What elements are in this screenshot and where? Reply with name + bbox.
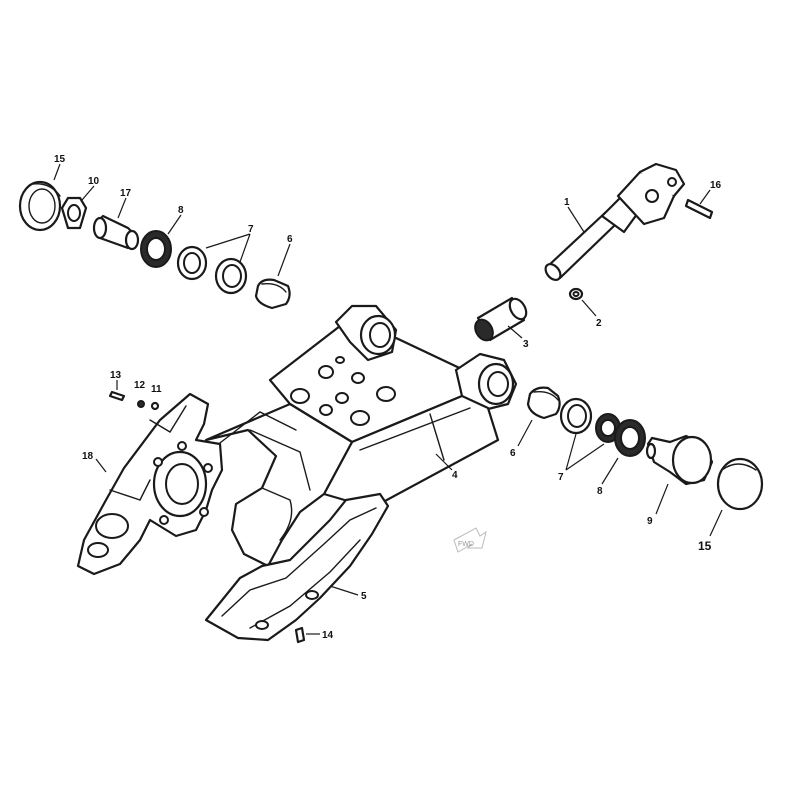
callout-7-top: 7 xyxy=(248,224,254,235)
callout-labels: 15 10 17 8 7 6 1 16 2 3 13 12 11 18 4 6 … xyxy=(54,154,722,641)
part-2-washer xyxy=(568,287,584,301)
callout-11: 11 xyxy=(151,384,162,395)
callout-18: 18 xyxy=(82,451,94,462)
fwd-label: FWD xyxy=(458,541,474,548)
part-13-bolt xyxy=(108,390,126,402)
callout-4: 4 xyxy=(452,470,458,481)
part-7-bearing-bottom-b xyxy=(595,413,621,443)
leader-lines xyxy=(53,163,723,635)
callout-15-bottom: 15 xyxy=(698,539,712,553)
part-8-seal-bottom xyxy=(614,419,646,457)
callout-5: 5 xyxy=(361,591,367,602)
callout-6-bottom: 6 xyxy=(510,448,516,459)
callout-2: 2 xyxy=(596,318,602,329)
callout-10: 10 xyxy=(88,176,100,187)
part-12-washer xyxy=(137,400,145,408)
callout-9: 9 xyxy=(647,516,653,527)
callout-13: 13 xyxy=(110,370,122,381)
part-15-cap-top xyxy=(18,180,62,232)
part-16-pin xyxy=(684,198,714,220)
part-5-lower-plate xyxy=(204,492,390,642)
callout-12: 12 xyxy=(134,380,146,391)
part-7-bearing-top-a xyxy=(176,245,208,281)
part-14-bolt xyxy=(294,626,306,644)
callout-16: 16 xyxy=(710,180,722,191)
part-6-cup-bottom xyxy=(526,386,561,420)
part-7-bearing-bottom-a xyxy=(559,397,593,435)
callout-14: 14 xyxy=(322,630,334,641)
part-6-cup-top xyxy=(254,278,291,310)
callout-6-top: 6 xyxy=(287,234,293,245)
fwd-arrow-icon: FWD xyxy=(453,527,487,553)
callout-1: 1 xyxy=(564,197,570,208)
part-7-bearing-top-b xyxy=(214,257,248,295)
callout-15-top: 15 xyxy=(54,154,66,165)
part-8-seal-top xyxy=(140,230,172,268)
part-11-nut xyxy=(150,401,160,411)
callout-17: 17 xyxy=(120,188,132,199)
part-3-sleeve xyxy=(474,296,528,342)
part-4-swing-arm xyxy=(204,304,518,568)
part-18-bracket xyxy=(76,392,224,576)
callout-8-bottom: 8 xyxy=(597,486,603,497)
part-15-cap-bottom xyxy=(716,457,764,511)
part-17-bushing xyxy=(92,214,140,251)
part-9-bushing xyxy=(645,434,714,486)
callout-3: 3 xyxy=(523,339,529,350)
callout-7-bottom: 7 xyxy=(558,472,564,483)
callout-8-top: 8 xyxy=(178,205,184,216)
part-10-nut xyxy=(60,196,88,230)
part-1-drive-shaft xyxy=(544,162,686,281)
